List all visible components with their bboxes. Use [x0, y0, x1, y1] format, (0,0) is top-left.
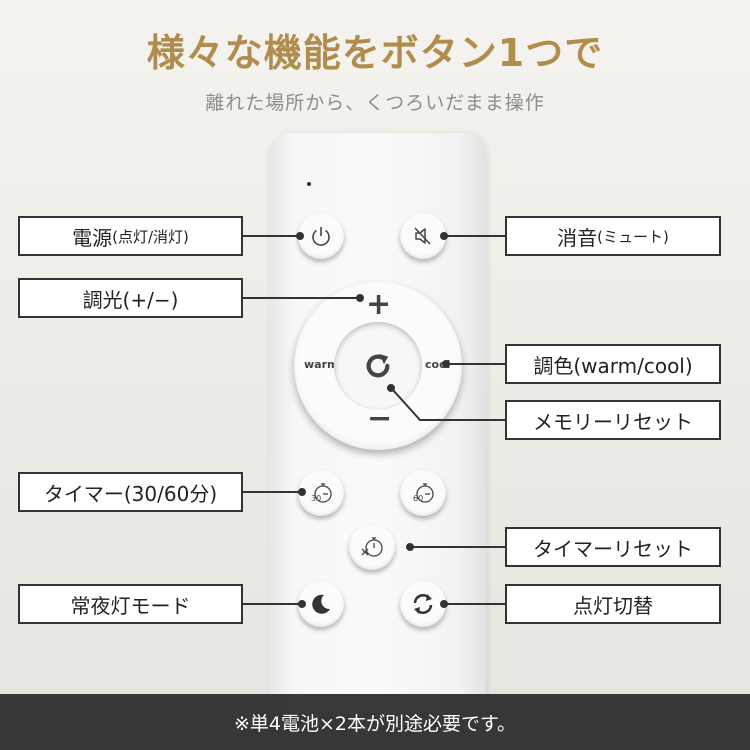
- callout-mute-sub: (ミュート): [597, 227, 669, 246]
- warm-button[interactable]: warm: [304, 358, 339, 371]
- callout-power: 電源(点灯/消灯): [18, 216, 243, 256]
- callout-power-main: 電源: [72, 225, 113, 250]
- timer-icon: 30: [311, 483, 332, 503]
- callout-mute: 消音(ミュート): [505, 216, 721, 256]
- page-subtitle: 離れた場所から、くつろいだまま操作: [205, 92, 545, 114]
- lighting-switch-button[interactable]: [400, 581, 446, 627]
- ir-indicator: [307, 182, 311, 186]
- callout-switch: 点灯切替: [505, 584, 721, 624]
- callout-timer: タイマー(30/60分): [18, 472, 243, 512]
- page-title: 様々な機能をボタン1つで: [146, 31, 604, 75]
- callout-power-sub: (点灯/消灯): [112, 227, 189, 246]
- callout-night-light: 常夜灯モード: [18, 584, 243, 624]
- timer-60-button[interactable]: 60: [400, 470, 446, 516]
- power-button[interactable]: [298, 213, 344, 259]
- cycle-icon: [413, 594, 433, 614]
- callout-memory-reset: メモリーリセット: [505, 400, 721, 440]
- callout-mute-main: 消音: [557, 225, 598, 250]
- timer-reset-button[interactable]: [349, 524, 395, 570]
- timer-30-number: 30: [311, 494, 321, 503]
- dimming-color-dial[interactable]: + − warm cool: [294, 282, 462, 450]
- night-light-button[interactable]: [298, 581, 344, 627]
- timer-cancel-icon: [361, 537, 383, 557]
- callout-timer-reset: タイマーリセット: [505, 527, 721, 567]
- timer-30-button[interactable]: 30: [298, 470, 344, 516]
- callout-color: 調色(warm/cool): [505, 344, 721, 384]
- timer-60-number: 60: [413, 494, 423, 503]
- memory-reset-button[interactable]: [334, 322, 422, 410]
- mute-icon: [414, 227, 431, 245]
- timer-icon: 60: [413, 483, 434, 503]
- mute-button[interactable]: [400, 213, 446, 259]
- callout-dimming: 調光(+/−): [18, 278, 243, 318]
- cool-button[interactable]: cool: [425, 358, 451, 371]
- power-icon: [312, 227, 330, 246]
- refresh-icon: [366, 354, 390, 378]
- footer-note: ※単4電池×2本が別途必要です。: [0, 694, 750, 750]
- dim-up-button[interactable]: +: [366, 287, 392, 322]
- moon-icon: [312, 594, 330, 614]
